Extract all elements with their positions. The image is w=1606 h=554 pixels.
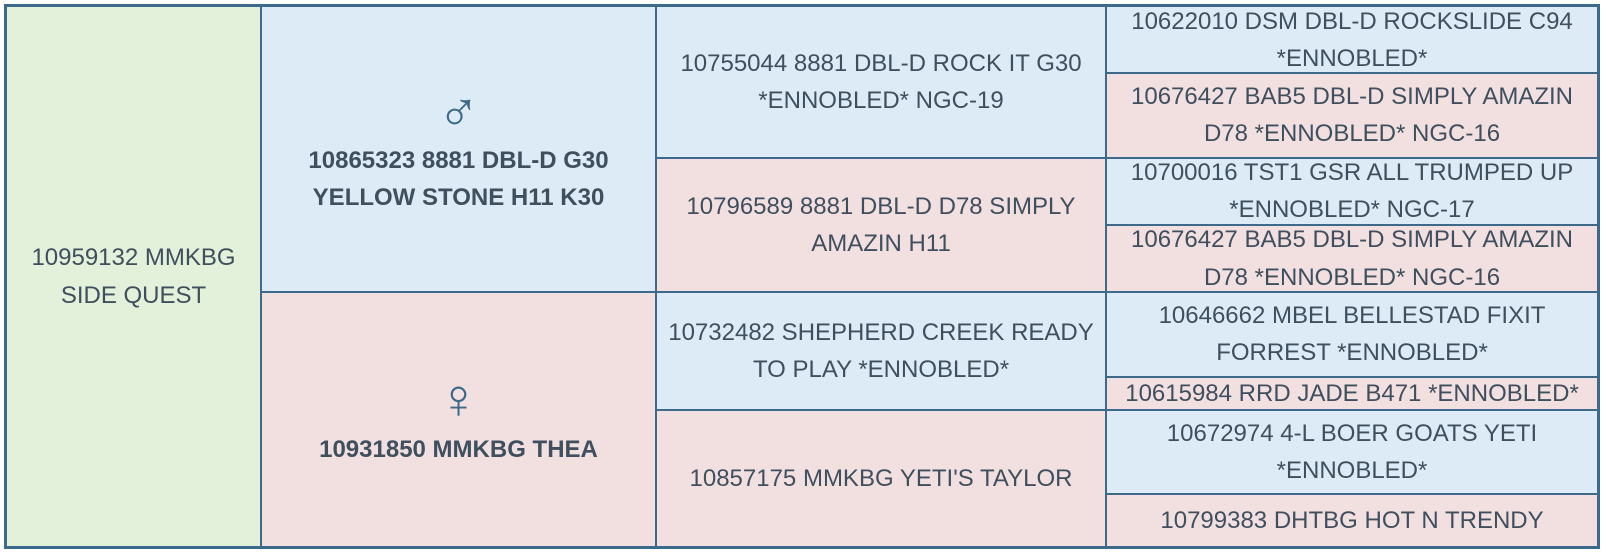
subject-name: 10959132 MMKBG SIDE QUEST bbox=[31, 244, 236, 309]
great-grandparent-name: 10799383 DHTBG HOT N TRENDY bbox=[1160, 507, 1544, 535]
great-grandparent-cell: 10646662 MBEL BELLESTAD FIXIT FORREST *E… bbox=[1107, 293, 1597, 378]
great-grandparent-cell: 10672974 4-L BOER GOATS YETI *ENNOBLED* bbox=[1107, 411, 1597, 496]
great-grandparent-name: 10615984 RRD JADE B471 *ENNOBLED* bbox=[1125, 379, 1579, 407]
maternal-grandsire-name: 10732482 SHEPHERD CREEK READY TO PLAY *E… bbox=[668, 319, 1094, 384]
paternal-granddam-name: 10796589 8881 DBL-D D78 SIMPLY AMAZIN H1… bbox=[686, 192, 1076, 257]
paternal-grandsire-cell: 10755044 8881 DBL-D ROCK IT G30 *ENNOBLE… bbox=[657, 7, 1107, 159]
great-grandparent-cell: 10622010 DSM DBL-D ROCKSLIDE C94 *ENNOBL… bbox=[1107, 7, 1597, 75]
great-grandparent-cell: 10676427 BAB5 DBL-D SIMPLY AMAZIN D78 *E… bbox=[1107, 225, 1597, 294]
maternal-granddam-name: 10857175 MMKBG YETI'S TAYLOR bbox=[689, 465, 1073, 493]
dam-name: 10931850 MMKBG THEA bbox=[319, 436, 598, 464]
sire-cell: ♂ 10865323 8881 DBL-D G30 YELLOW STONE H… bbox=[262, 7, 657, 294]
great-grandparent-name: 10672974 4-L BOER GOATS YETI *ENNOBLED* bbox=[1166, 420, 1538, 485]
female-symbol-icon: ♀ bbox=[437, 367, 480, 431]
maternal-grandsire-cell: 10732482 SHEPHERD CREEK READY TO PLAY *E… bbox=[657, 293, 1107, 412]
great-grandparent-cell: 10700016 TST1 GSR ALL TRUMPED UP *ENNOBL… bbox=[1107, 158, 1597, 226]
subject-cell: 10959132 MMKBG SIDE QUEST bbox=[7, 7, 262, 546]
pedigree-chart: 10959132 MMKBG SIDE QUEST ♂ 10865323 888… bbox=[4, 4, 1600, 549]
maternal-granddam-cell: 10857175 MMKBG YETI'S TAYLOR bbox=[657, 411, 1107, 546]
paternal-granddam-cell: 10796589 8881 DBL-D D78 SIMPLY AMAZIN H1… bbox=[657, 158, 1107, 294]
dam-cell: ♀ 10931850 MMKBG THEA bbox=[262, 293, 657, 546]
great-grandparent-cell: 10799383 DHTBG HOT N TRENDY bbox=[1107, 495, 1597, 546]
great-grandparent-name: 10622010 DSM DBL-D ROCKSLIDE C94 *ENNOBL… bbox=[1131, 7, 1573, 72]
great-grandparent-name: 10676427 BAB5 DBL-D SIMPLY AMAZIN D78 *E… bbox=[1131, 226, 1573, 291]
sire-name: 10865323 8881 DBL-D G30 YELLOW STONE H11… bbox=[308, 146, 609, 212]
great-grandparent-name: 10676427 BAB5 DBL-D SIMPLY AMAZIN D78 *E… bbox=[1131, 83, 1573, 148]
great-grandparent-cell: 10615984 RRD JADE B471 *ENNOBLED* bbox=[1107, 377, 1597, 412]
great-grandparent-name: 10646662 MBEL BELLESTAD FIXIT FORREST *E… bbox=[1158, 302, 1546, 367]
paternal-grandsire-name: 10755044 8881 DBL-D ROCK IT G30 *ENNOBLE… bbox=[680, 49, 1082, 114]
great-grandparent-cell: 10676427 BAB5 DBL-D SIMPLY AMAZIN D78 *E… bbox=[1107, 74, 1597, 159]
male-symbol-icon: ♂ bbox=[437, 77, 480, 141]
great-grandparent-name: 10700016 TST1 GSR ALL TRUMPED UP *ENNOBL… bbox=[1130, 159, 1574, 224]
